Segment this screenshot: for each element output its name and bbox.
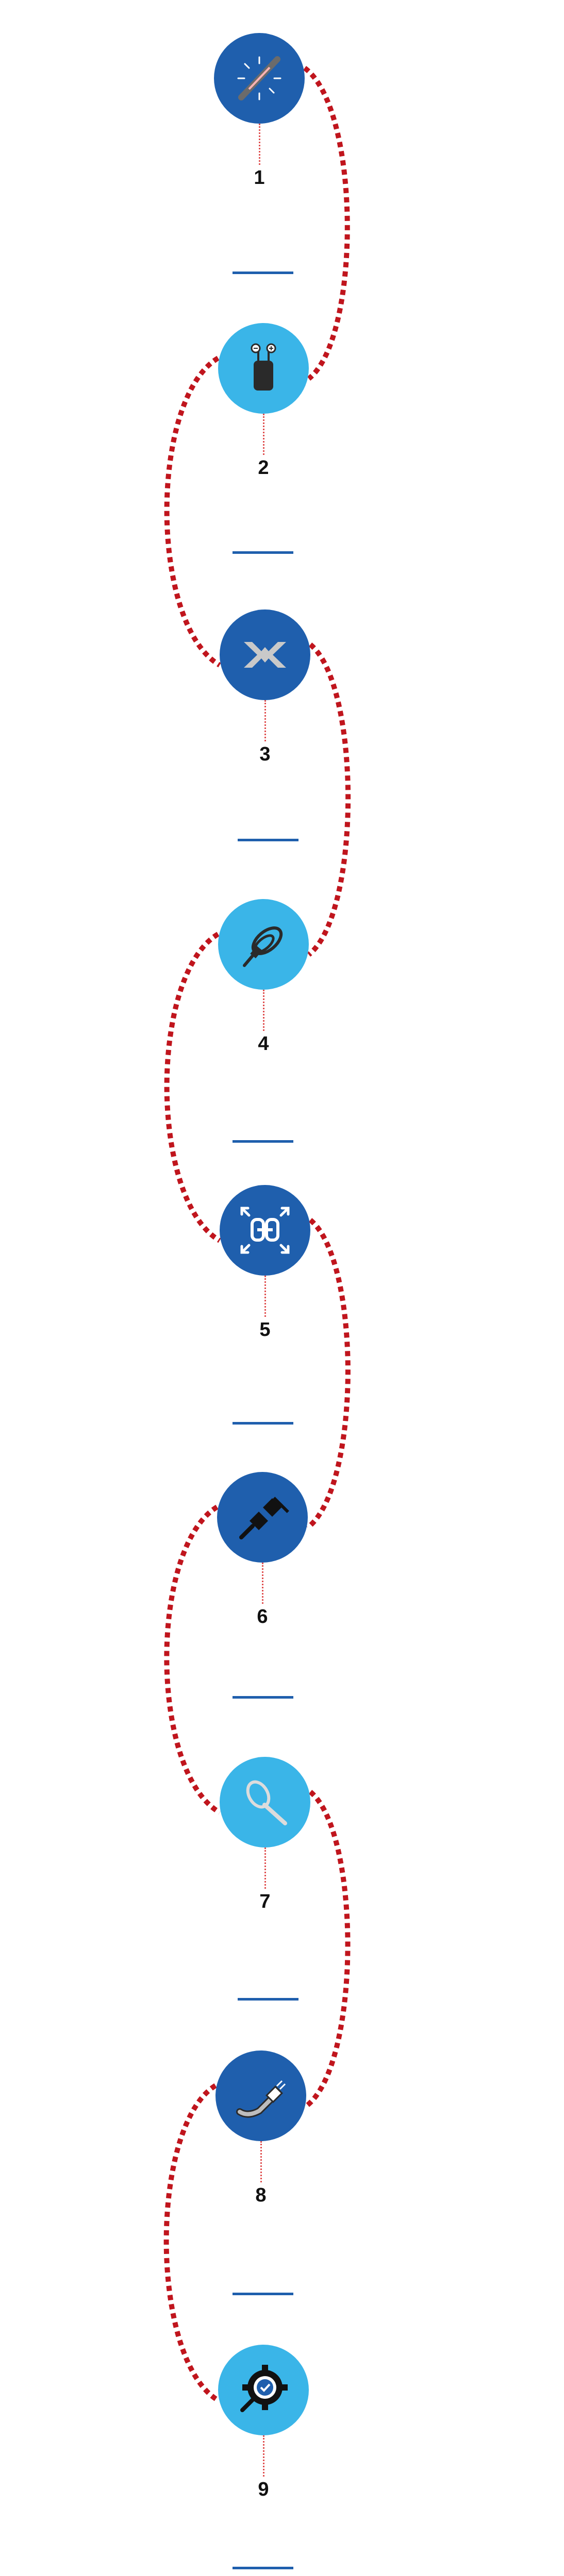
step-7-number: 7 xyxy=(259,1891,271,1912)
step-6-stem xyxy=(261,1563,263,1604)
step-6: 6 xyxy=(211,1472,314,1628)
step-8: 8 xyxy=(209,2050,312,2207)
step-6-circle xyxy=(217,1472,308,1563)
coiled-cable-icon xyxy=(243,926,283,967)
step-6-divider xyxy=(233,1696,293,1699)
step-7-stem xyxy=(264,1848,266,1889)
step-2-divider xyxy=(233,551,293,554)
step-1: 1 xyxy=(208,33,311,189)
step-3-number: 3 xyxy=(259,743,271,765)
step-5-number: 5 xyxy=(259,1319,271,1341)
connector-segment-3 xyxy=(307,642,351,957)
step-8-divider xyxy=(233,2293,293,2295)
step-8-number: 8 xyxy=(255,2184,267,2206)
step-7-divider xyxy=(238,1998,298,2001)
step-4-number: 4 xyxy=(258,1033,269,1055)
step-2-circle xyxy=(218,323,309,414)
step-1-stem xyxy=(258,124,260,165)
cable-tie-icon xyxy=(246,1780,287,1825)
step-9-stem xyxy=(262,2435,264,2477)
step-4-stem xyxy=(262,990,264,1031)
step-2-stem xyxy=(262,414,264,455)
step-9-circle xyxy=(218,2345,309,2435)
cable-splice-icon xyxy=(237,56,281,100)
step-1-divider xyxy=(233,272,293,274)
step-4-divider xyxy=(233,1140,293,1143)
step-7-circle xyxy=(220,1757,310,1848)
step-4: 4 xyxy=(212,899,315,1055)
step-5: 5 xyxy=(213,1185,317,1341)
step-1-circle xyxy=(214,33,305,124)
step-9-number: 9 xyxy=(258,2479,269,2500)
step-5-circle xyxy=(220,1185,310,1276)
connector-segment-4 xyxy=(164,931,221,1243)
connector-segment-8 xyxy=(163,2083,220,2403)
step-6-number: 6 xyxy=(257,1606,268,1628)
step-3: 3 xyxy=(213,609,317,766)
unplugged-plug-icon xyxy=(239,1497,289,1539)
connector-segment-6 xyxy=(164,1504,221,1815)
crossing-wires-icon xyxy=(244,642,286,668)
step-9-divider xyxy=(233,2567,293,2569)
broken-chain-icon xyxy=(240,1207,290,1254)
step-2: 2 xyxy=(212,323,315,479)
connector-segment-5 xyxy=(306,1218,351,1530)
step-8-stem xyxy=(260,2141,262,2182)
step-4-circle xyxy=(218,899,309,990)
step-8-circle xyxy=(215,2050,306,2141)
step-3-circle xyxy=(220,609,310,700)
bent-hose-icon xyxy=(236,2080,286,2118)
step-2-number: 2 xyxy=(258,457,269,479)
step-9: 9 xyxy=(212,2345,315,2501)
connector-segment-2 xyxy=(164,355,221,668)
step-7: 7 xyxy=(213,1757,317,1913)
step-1-number: 1 xyxy=(254,167,265,189)
gear-check-icon xyxy=(240,2365,288,2412)
step-3-divider xyxy=(238,839,298,841)
step-5-stem xyxy=(264,1276,266,1317)
step-5-divider xyxy=(233,1422,293,1425)
cable-terminals-icon xyxy=(251,343,276,391)
step-3-stem xyxy=(264,700,266,741)
